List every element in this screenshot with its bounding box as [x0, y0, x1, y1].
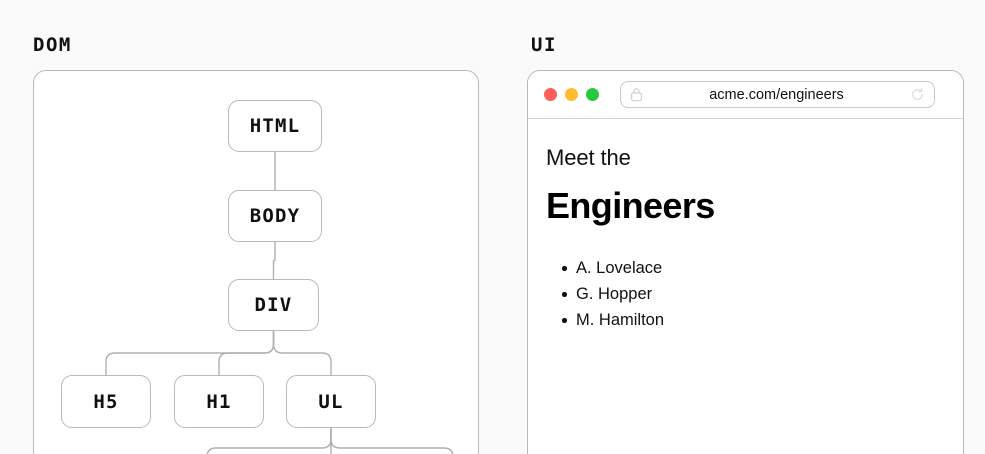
dom-panel-label: DOM — [33, 34, 72, 56]
dom-node-label: DIV — [254, 294, 293, 316]
lock-icon — [630, 87, 643, 102]
address-bar[interactable]: acme.com/engineers — [620, 81, 935, 108]
url-text: acme.com/engineers — [709, 86, 844, 103]
minimize-window-button[interactable] — [565, 88, 578, 101]
browser-window: acme.com/engineers Meet the Engineers A.… — [527, 70, 964, 454]
dom-node-label: H5 — [93, 390, 119, 413]
dom-node-h5[interactable]: H5 — [61, 375, 151, 428]
list-item: A. Lovelace — [562, 255, 943, 281]
close-window-button[interactable] — [544, 88, 557, 101]
dom-node-body[interactable]: BODY — [228, 190, 322, 242]
traffic-light-group — [544, 88, 599, 101]
dom-node-label: UL — [318, 390, 344, 413]
dom-edge-ul-li1 — [206, 427, 332, 454]
dom-edge-ul-li3 — [330, 427, 454, 454]
dom-edge-div-ul — [272, 330, 332, 376]
dom-edge-body-div — [272, 241, 276, 280]
dom-node-div[interactable]: DIV — [228, 279, 319, 331]
dom-tree-connectors — [105, 151, 454, 454]
dom-tree-panel: HTMLBODYDIVH5H1ULLILILI — [33, 70, 479, 454]
ui-panel-label: UI — [531, 34, 557, 56]
dom-node-html[interactable]: HTML — [228, 100, 322, 152]
maximize-window-button[interactable] — [586, 88, 599, 101]
dom-node-label: H1 — [206, 390, 232, 413]
dom-node-label: BODY — [249, 205, 301, 227]
list-item: M. Hamilton — [562, 307, 943, 333]
dom-node-ul[interactable]: UL — [286, 375, 376, 428]
dom-node-h1[interactable]: H1 — [174, 375, 264, 428]
reload-icon[interactable] — [910, 87, 925, 102]
list-item: G. Hopper — [562, 281, 943, 307]
dom-node-label: HTML — [249, 115, 301, 137]
browser-chrome: acme.com/engineers — [528, 71, 963, 119]
page-heading-small: Meet the — [546, 145, 631, 170]
page-heading-large: Engineers — [546, 185, 715, 226]
dom-edge-div-h1 — [218, 330, 275, 376]
